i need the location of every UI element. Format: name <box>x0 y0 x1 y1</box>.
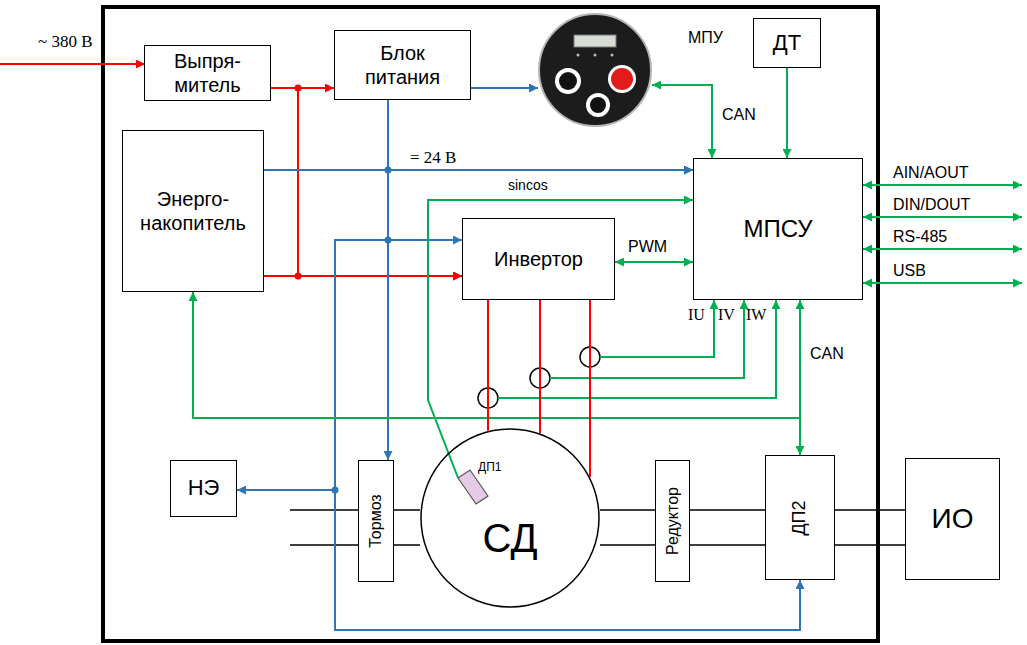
shape-outline <box>555 68 581 94</box>
current-label: IW <box>746 306 766 324</box>
node-label: НЭ <box>188 475 220 501</box>
voltage-label: = 24 В <box>410 148 456 168</box>
signal-connector <box>193 292 800 418</box>
shape-outline <box>608 65 636 93</box>
node-label: ДП1 <box>478 460 501 474</box>
actuator-box: ИО <box>905 458 1000 580</box>
voltage-label: ~ 380 В <box>38 32 93 52</box>
shape-outline <box>421 429 599 607</box>
signal-name: USB <box>893 262 926 280</box>
shape-outline <box>586 93 610 117</box>
signal-connector <box>471 87 538 89</box>
shape-outline <box>611 68 633 90</box>
shape-outline <box>577 54 580 57</box>
edge-label: CAN <box>808 345 846 363</box>
control-panel: МПУ <box>538 13 652 127</box>
shape-outline <box>538 13 652 127</box>
signal-connector <box>264 275 462 277</box>
signal-connector <box>652 85 712 158</box>
node-label: МПСУ <box>743 215 812 244</box>
current-label: IU <box>688 306 705 324</box>
wire-drawing <box>103 7 878 641</box>
motor-circle: СД ДП1 <box>420 428 600 608</box>
node-label: ИО <box>932 502 974 536</box>
rectifier-box: Выпря- митель <box>144 45 271 101</box>
signal-connector <box>786 68 788 158</box>
shape-outline <box>458 470 488 504</box>
signal-connector <box>539 300 541 433</box>
shaft-connector <box>394 510 420 545</box>
wire-drawing <box>290 510 358 545</box>
node-label: Энерго- накопитель <box>131 187 255 235</box>
wire-drawing <box>863 248 1022 250</box>
brake-box: Тормоз <box>358 460 394 582</box>
signal-connector <box>271 88 462 276</box>
node-label: Редуктор <box>663 487 682 555</box>
edge-label: sincos <box>506 177 550 193</box>
node-label: Блок питания <box>347 41 458 89</box>
signal-name: DIN/DOUT <box>893 196 970 214</box>
signal-name: RS-485 <box>893 228 947 246</box>
node-label: Инвертор <box>494 247 583 271</box>
node-label: Тормоз <box>366 494 385 547</box>
shape-outline <box>590 97 606 113</box>
power-supply-box: Блок питания <box>334 30 471 100</box>
signal-connector <box>264 169 693 171</box>
node-label: СД <box>420 514 600 562</box>
inverter-box: Инвертор <box>462 218 615 300</box>
wire-drawing <box>0 63 145 65</box>
shaft-connector <box>835 510 905 545</box>
wire-drawing <box>863 216 1022 218</box>
position-sensor: ДП1 <box>450 460 512 510</box>
signal-connector <box>388 100 693 170</box>
wire-drawing <box>550 300 744 378</box>
shape-outline <box>574 35 616 47</box>
shaft-connector <box>690 510 765 545</box>
wire-drawing <box>600 300 714 357</box>
node-label: ДП2 <box>789 500 811 535</box>
signal-connector <box>264 88 298 276</box>
edge-label: PWM <box>626 238 669 256</box>
signal-connector <box>487 300 489 431</box>
signal-name: AIN/AOUT <box>893 164 969 182</box>
shape-outline <box>594 54 597 57</box>
signal-connector <box>428 200 693 478</box>
wire-drawing <box>863 282 1022 284</box>
controller-box: МПСУ <box>693 158 863 300</box>
node-label: МПУ <box>688 28 723 47</box>
signal-connector <box>589 300 591 477</box>
shape-outline <box>559 72 577 90</box>
signal-connector <box>388 100 462 240</box>
node-label: Выпря- митель <box>153 49 262 97</box>
wire-drawing <box>193 68 905 630</box>
wire-drawing <box>863 184 1022 186</box>
encoder-box: ДП2 <box>765 455 835 580</box>
sensor-box: ДТ <box>753 18 821 68</box>
node-label: ДТ <box>773 30 801 56</box>
storage-box: Энерго- накопитель <box>122 130 264 292</box>
current-label: IV <box>718 306 735 324</box>
edge-label: CAN <box>720 106 758 124</box>
signal-connector <box>615 261 693 263</box>
shape-outline <box>611 54 614 57</box>
load-box: НЭ <box>170 460 237 517</box>
shape-outline <box>539 14 651 126</box>
gearbox-box: Редуктор <box>655 460 690 582</box>
shaft-connector <box>600 510 655 545</box>
